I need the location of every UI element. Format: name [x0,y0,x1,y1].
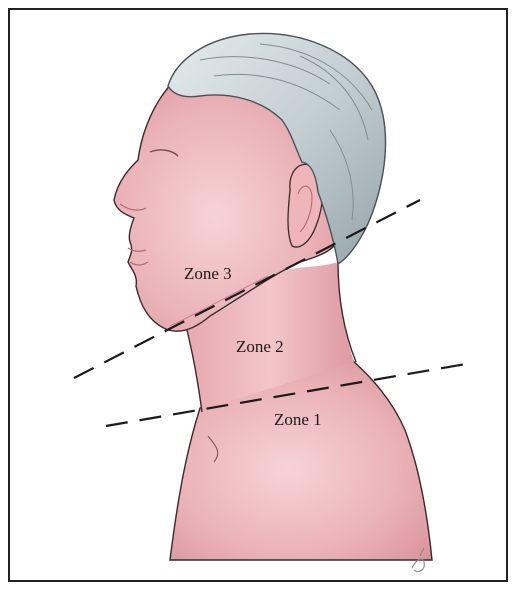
zone-2-label: Zone 2 [236,337,284,356]
zone-1-label: Zone 1 [274,410,322,429]
zone-3-label: Zone 3 [184,264,232,283]
